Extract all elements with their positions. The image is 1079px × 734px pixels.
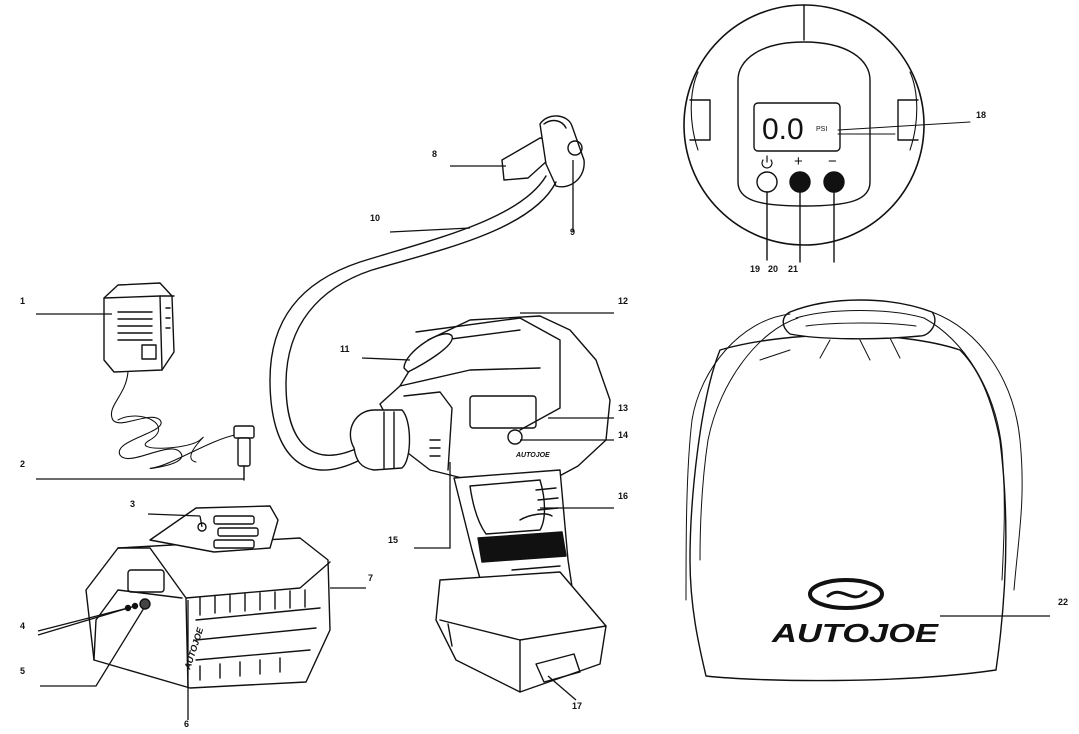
wall-charger bbox=[103, 282, 175, 373]
callout-21: 21 bbox=[788, 264, 799, 274]
inflator-base bbox=[435, 571, 607, 693]
callout-6: 6 bbox=[184, 719, 190, 729]
callout-13: 13 bbox=[618, 403, 629, 413]
minus-symbol: − bbox=[828, 153, 837, 170]
charger-cable bbox=[110, 371, 236, 469]
battery-pack bbox=[85, 505, 331, 689]
callout-17: 17 bbox=[572, 701, 583, 711]
callout-4: 4 bbox=[20, 621, 26, 631]
callout-16: 16 bbox=[618, 491, 629, 501]
callout-5: 5 bbox=[20, 666, 26, 676]
callout-18: 18 bbox=[976, 110, 987, 120]
callout-9: 9 bbox=[570, 227, 576, 237]
body-logo-text: AUTOJOE bbox=[515, 452, 550, 459]
lcd-unit: PSI bbox=[816, 126, 827, 133]
callout-15: 15 bbox=[388, 535, 399, 545]
callout-14: 14 bbox=[618, 430, 629, 440]
callout-1: 1 bbox=[20, 296, 26, 306]
callout-7: 7 bbox=[368, 573, 374, 583]
leader-lines bbox=[36, 160, 1050, 720]
control-panel-closeup bbox=[683, 4, 971, 263]
inflator-body bbox=[349, 315, 611, 481]
callout-12: 12 bbox=[618, 296, 629, 306]
bag-logo-text: AUTOJOE bbox=[771, 618, 939, 648]
callout-2: 2 bbox=[20, 459, 26, 469]
inflator-chuck bbox=[501, 115, 585, 188]
air-hose bbox=[269, 175, 547, 471]
callout-3: 3 bbox=[130, 499, 136, 509]
storage-bag bbox=[685, 299, 1023, 682]
callout-20: 20 bbox=[768, 264, 779, 274]
charger-plug bbox=[233, 425, 255, 481]
callout-22: 22 bbox=[1058, 597, 1069, 607]
inflator-handle bbox=[453, 469, 575, 607]
plus-symbol: + bbox=[794, 153, 803, 170]
callout-19: 19 bbox=[750, 264, 761, 274]
callout-11: 11 bbox=[340, 344, 350, 354]
callout-8: 8 bbox=[432, 149, 438, 159]
lcd-reading: 0.0 bbox=[762, 113, 804, 146]
callout-10: 10 bbox=[370, 213, 381, 223]
